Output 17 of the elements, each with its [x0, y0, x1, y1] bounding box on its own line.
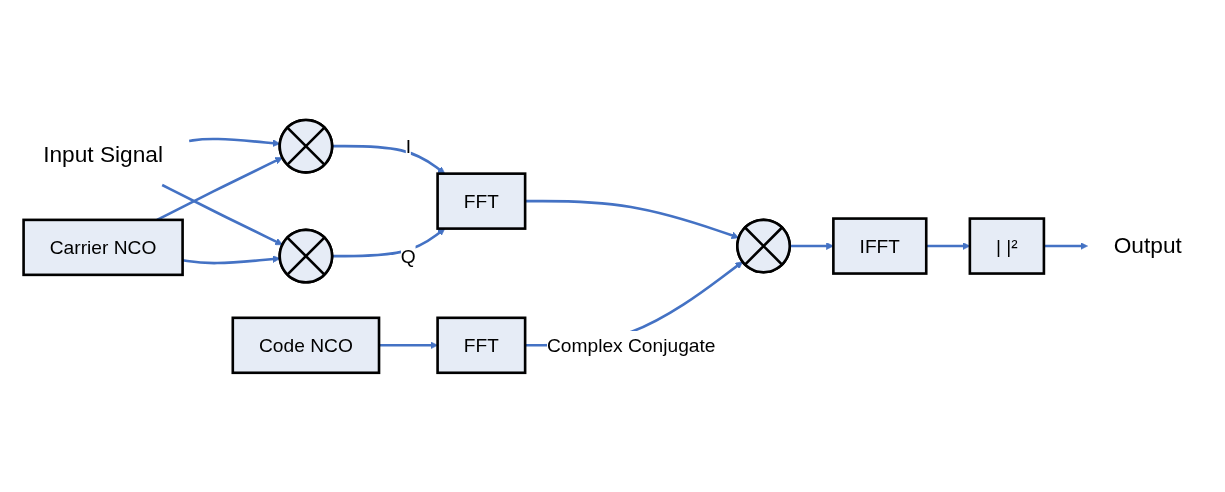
arrow [789, 241, 834, 250]
node-box: | |² [968, 216, 1046, 275]
node-box: FFT [436, 316, 527, 374]
arrow [161, 183, 283, 245]
node-text: Input Signal [43, 140, 163, 168]
node-box: Code NCO [231, 316, 381, 374]
node-box: Carrier NCO [22, 218, 184, 276]
arrow [1043, 241, 1088, 250]
arrow [332, 144, 446, 174]
edge-label: Complex Conjugate [546, 334, 716, 356]
arrow [525, 199, 740, 239]
node-text: Output [1113, 232, 1182, 259]
node-box: IFFT [832, 216, 928, 275]
edge-label: Q [400, 244, 416, 267]
arrow [379, 341, 438, 349]
edge-label: I [405, 134, 411, 157]
node-box: FFT [436, 171, 527, 230]
